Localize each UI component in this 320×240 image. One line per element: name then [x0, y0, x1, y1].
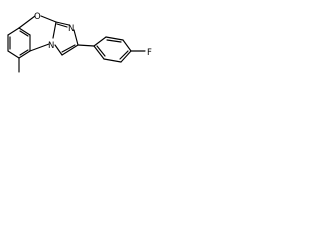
fluorophenyl-ring	[93, 36, 132, 63]
structure-canvas: O N N F	[0, 0, 164, 94]
molecule-drawing: O N N F	[7, 12, 152, 73]
ring-nitrogen-label: N	[68, 24, 74, 34]
oxygen-atom-label: O	[34, 12, 41, 22]
imidazole-ring	[54, 21, 79, 56]
oxazine-ring	[18, 15, 57, 52]
aryl-linker-bond	[77, 44, 95, 47]
bridge-nitrogen-label: N	[48, 41, 54, 51]
fluorine-atom-label: F	[147, 48, 152, 58]
benzene-ring-left	[7, 27, 31, 59]
